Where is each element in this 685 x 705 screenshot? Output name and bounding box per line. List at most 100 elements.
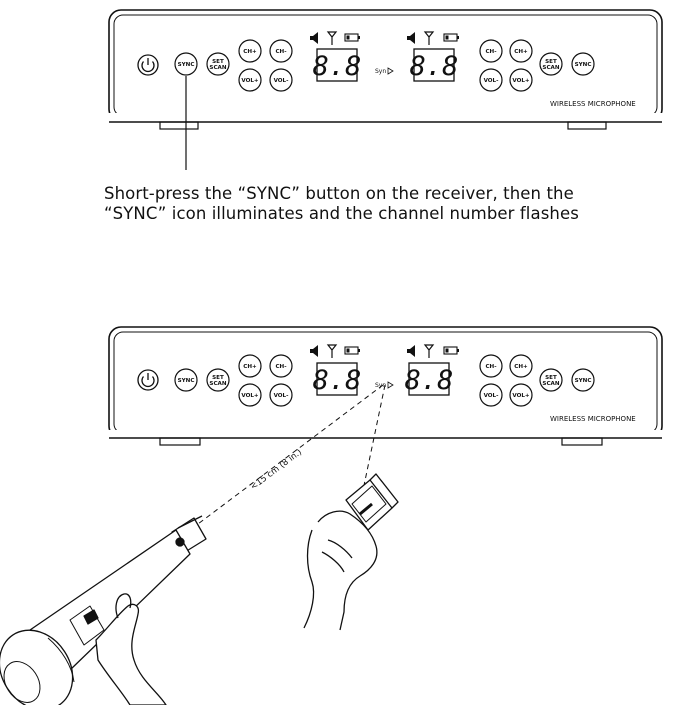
battery-icon <box>344 33 360 42</box>
svg-text:CH-: CH- <box>485 49 497 55</box>
status-icons-right <box>407 31 459 45</box>
svg-text:VOL+: VOL+ <box>241 393 259 399</box>
step1-caption: Short-press the “SYNC” button on the rec… <box>104 184 664 224</box>
ch-minus-button-right[interactable]: CH- <box>479 39 503 63</box>
bodypack-transmitter <box>345 473 399 531</box>
svg-text:Syn: Syn <box>375 382 386 389</box>
svg-text:VOL+: VOL+ <box>512 78 530 84</box>
dashed-sync-line-bodypack <box>361 384 386 496</box>
svg-text:SYNC: SYNC <box>178 62 195 68</box>
svg-text:CH+: CH+ <box>514 49 528 55</box>
vol-plus-button-right[interactable]: VOL+ <box>509 383 533 407</box>
sync-button-right[interactable]: SYNC <box>571 52 595 76</box>
svg-text:CH+: CH+ <box>514 364 528 370</box>
speaker-icon <box>310 345 318 357</box>
receiver-foot-left <box>159 121 199 130</box>
set-scan-button-left[interactable]: SET SCAN <box>206 52 230 76</box>
svg-text:VOL+: VOL+ <box>512 393 530 399</box>
sync-indicator: Syn <box>375 67 394 75</box>
vol-minus-button-right[interactable]: VOL- <box>479 383 503 407</box>
svg-text:VOL-: VOL- <box>484 393 500 399</box>
svg-text:SET: SET <box>212 375 224 381</box>
svg-text:VOL-: VOL- <box>274 393 290 399</box>
battery-icon <box>443 33 459 42</box>
hand-bodypack <box>303 510 378 631</box>
power-button[interactable] <box>137 369 159 391</box>
dashed-sync-line-handheld <box>189 384 384 531</box>
svg-text:CH-: CH- <box>275 49 287 55</box>
handheld-microphone <box>0 515 207 705</box>
vol-plus-button-left[interactable]: VOL+ <box>238 383 262 407</box>
svg-text:SYNC: SYNC <box>178 378 195 384</box>
ch-minus-button-left[interactable]: CH- <box>269 354 293 378</box>
svg-text:SCAN: SCAN <box>209 381 226 387</box>
svg-text:VOL-: VOL- <box>274 78 290 84</box>
svg-text:SCAN: SCAN <box>542 65 559 71</box>
vol-minus-button-left[interactable]: VOL- <box>269 68 293 92</box>
vol-minus-button-left[interactable]: VOL- <box>269 383 293 407</box>
svg-text:CH+: CH+ <box>243 364 257 370</box>
battery-icon <box>443 346 459 355</box>
vol-plus-button-left[interactable]: VOL+ <box>238 68 262 92</box>
ch-plus-button-left[interactable]: CH+ <box>238 354 262 378</box>
svg-text:CH-: CH- <box>275 364 287 370</box>
brand-label: WIRELESS MICROPHONE <box>550 415 636 423</box>
receiver-step1: SYNC SET SCAN CH+ CH- VOL+ VOL- <box>107 8 664 122</box>
channel-display-right: 8.8 <box>405 362 454 396</box>
svg-text:CH+: CH+ <box>243 49 257 55</box>
antenna-icon <box>326 31 338 45</box>
antenna-icon <box>423 31 435 45</box>
hand-handheld <box>95 593 167 705</box>
step1-callout <box>109 76 662 170</box>
ch-plus-button-left[interactable]: CH+ <box>238 39 262 63</box>
battery-icon <box>344 346 360 355</box>
svg-text:SET: SET <box>545 59 557 65</box>
set-scan-button-right[interactable]: SET SCAN <box>539 52 563 76</box>
svg-text:8.8: 8.8 <box>405 365 454 396</box>
svg-text:VOL+: VOL+ <box>241 78 259 84</box>
svg-text:SET: SET <box>212 59 224 65</box>
sync-button-left[interactable]: SYNC <box>174 52 198 76</box>
svg-text:SYNC: SYNC <box>575 62 592 68</box>
antenna-icon <box>326 344 338 358</box>
receiver-front-panel: SYNC SET SCAN CH+ CH- VOL+ VOL- <box>108 9 663 122</box>
svg-text:SCAN: SCAN <box>209 65 226 71</box>
svg-text:8.8: 8.8 <box>313 365 362 396</box>
set-scan-button-right[interactable]: SET SCAN <box>539 368 563 392</box>
svg-text:SYNC: SYNC <box>575 378 592 384</box>
channel-display-left: 8.8 <box>313 48 361 82</box>
channel-display-left: 8.8 <box>313 362 362 396</box>
channel-display-right: 8.8 <box>410 48 459 82</box>
svg-text:VOL-: VOL- <box>484 78 500 84</box>
svg-text:Syn: Syn <box>375 68 386 75</box>
receiver-foot-right <box>561 437 603 446</box>
status-icons-left <box>310 31 360 45</box>
brand-label: WIRELESS MICROPHONE <box>550 100 636 108</box>
speaker-icon <box>407 345 415 357</box>
power-button[interactable] <box>137 54 159 76</box>
sync-button-left[interactable]: SYNC <box>174 368 198 392</box>
receiver-foot-right <box>567 121 607 130</box>
speaker-icon <box>310 32 318 44</box>
sync-button-right[interactable]: SYNC <box>571 368 595 392</box>
ch-minus-button-left[interactable]: CH- <box>269 39 293 63</box>
ch-plus-button-right[interactable]: CH+ <box>509 39 533 63</box>
svg-text:SET: SET <box>545 375 557 381</box>
status-icons-right <box>407 344 459 358</box>
ch-plus-button-right[interactable]: CH+ <box>509 354 533 378</box>
ch-minus-button-right[interactable]: CH- <box>479 354 503 378</box>
caption-line-1: Short-press the “SYNC” button on the rec… <box>104 184 574 203</box>
distance-label: <15 cm (8 in.) <box>249 447 304 492</box>
svg-text:SCAN: SCAN <box>542 381 559 387</box>
sync-indicator: Syn <box>375 381 394 389</box>
antenna-icon <box>423 344 435 358</box>
svg-text:8.8: 8.8 <box>410 51 459 82</box>
vol-plus-button-right[interactable]: VOL+ <box>509 68 533 92</box>
step2-scene: <15 cm (8 in.) <box>0 384 662 705</box>
set-scan-button-left[interactable]: SET SCAN <box>206 368 230 392</box>
vol-minus-button-right[interactable]: VOL- <box>479 68 503 92</box>
speaker-icon <box>407 32 415 44</box>
receiver-foot-left <box>159 437 201 446</box>
svg-text:CH-: CH- <box>485 364 497 370</box>
status-icons-left <box>310 344 360 358</box>
